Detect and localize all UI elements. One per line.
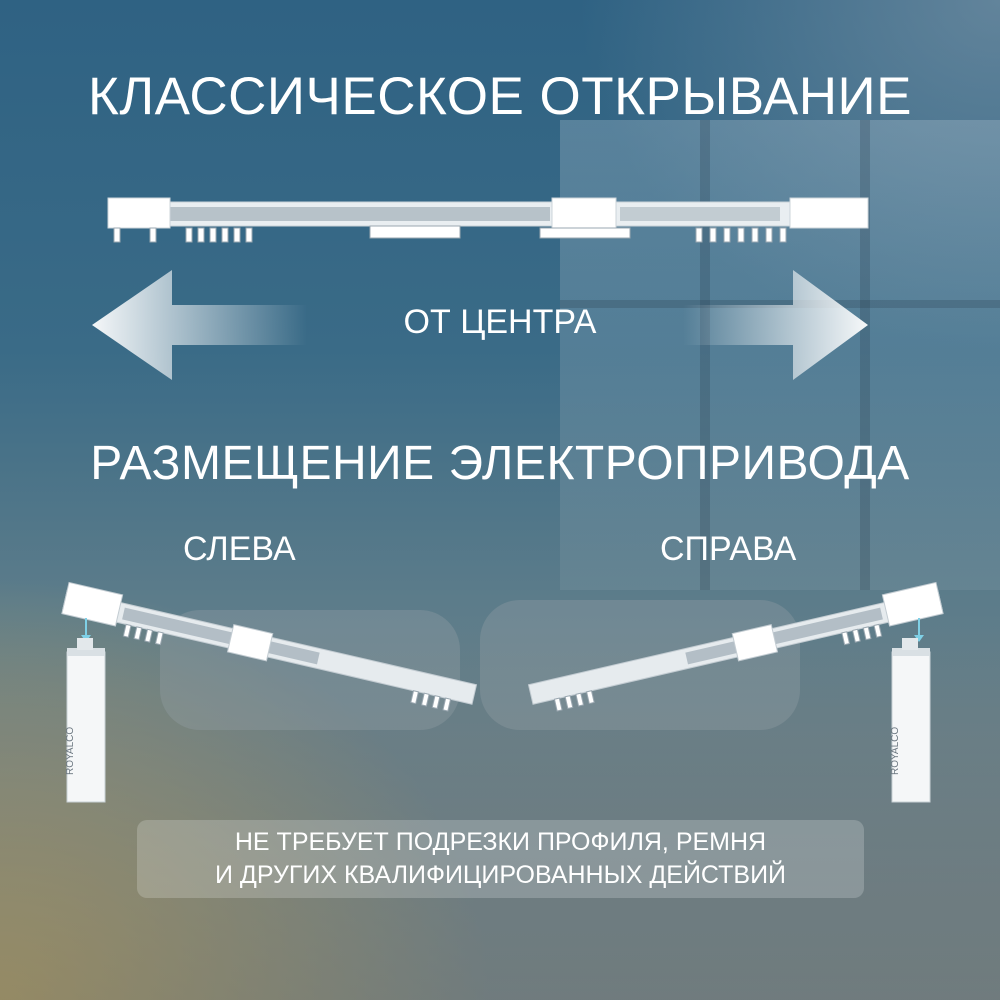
motor-left-label: СЛЕВА <box>183 530 296 568</box>
window-mullion <box>860 120 870 590</box>
notice-line-1: НЕ ТРЕБУЕТ ПОДРЕЗКИ ПРОФИЛЯ, РЕМНЯ <box>234 828 767 856</box>
background-window <box>560 120 1000 590</box>
notice-line-2: И ДРУГИХ КВАЛИФИЦИРОВАННЫХ ДЕЙСТВИЙ <box>214 861 787 889</box>
headline: КЛАССИЧЕСКОЕ ОТКРЫВАНИЕ <box>88 67 912 126</box>
motor-heading: РАЗМЕЩЕНИЕ ЭЛЕКТРОПРИВОДА <box>90 437 910 490</box>
curtain-rail-image <box>107 197 869 243</box>
left-motor-rail-image: ROYALCO <box>61 581 478 803</box>
motor-right-label: СПРАВА <box>660 530 797 568</box>
window-mullion <box>700 120 710 590</box>
arrow-left-icon <box>92 270 307 380</box>
arrow-right-icon <box>683 270 868 380</box>
opening-mode-label: ОТ ЦЕНТРА <box>403 303 597 341</box>
window-mullion <box>560 300 1000 308</box>
motor-brand-text: ROYALCO <box>65 727 76 775</box>
notice-box: НЕ ТРЕБУЕТ ПОДРЕЗКИ ПРОФИЛЯ, РЕМНЯ И ДРУ… <box>137 820 864 898</box>
right-motor-rail-image: ROYALCO <box>527 581 944 803</box>
motor-brand-text: ROYALCO <box>890 727 901 775</box>
background-sofa <box>0 620 1000 1000</box>
